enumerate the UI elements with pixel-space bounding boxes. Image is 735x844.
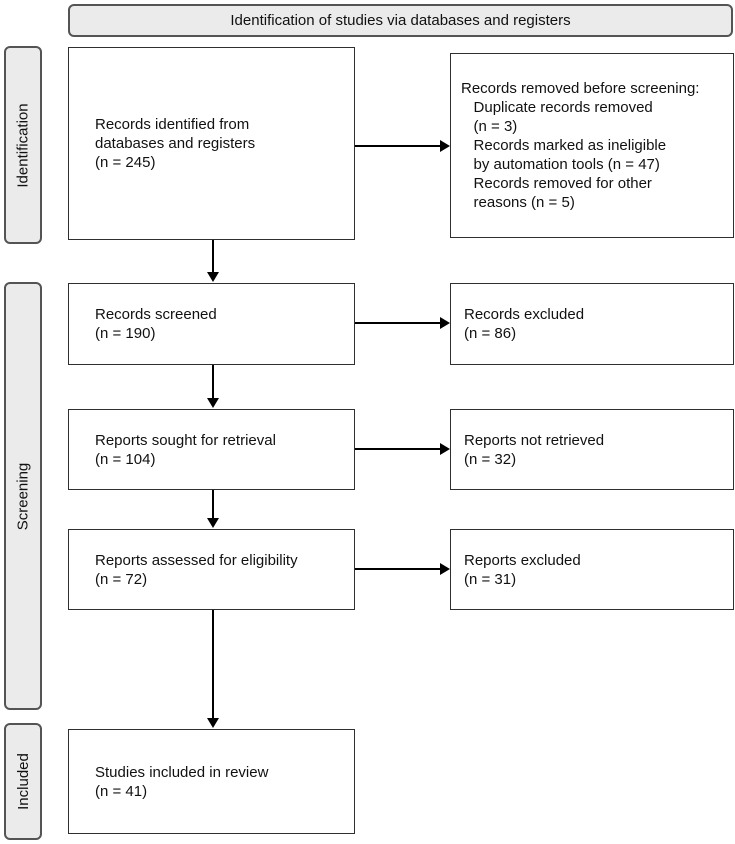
diagram-title: Identification of studies via databases … [68, 4, 733, 37]
arrow-head-down-icon [207, 398, 219, 408]
box-records-excluded: Records excluded (n = 86) [450, 283, 734, 365]
box-records-identified: Records identified from databases and re… [68, 47, 355, 240]
arrow-screened-to-excluded [355, 317, 450, 329]
phase-label-included: Included [14, 753, 32, 810]
arrow-shaft [355, 448, 440, 450]
arrow-head-right-icon [440, 443, 450, 455]
box-records-removed: Records removed before screening: Duplic… [450, 53, 734, 238]
phase-label-screening: Screening [14, 462, 32, 530]
arrow-assessed-to-included [207, 610, 219, 728]
arrow-head-right-icon [440, 563, 450, 575]
arrow-identified-to-screened [207, 240, 219, 282]
box-reports-assessed-text: Reports assessed for eligibility (n = 72… [95, 551, 298, 588]
arrow-shaft [212, 610, 214, 718]
box-records-screened-text: Records screened (n = 190) [95, 306, 217, 342]
arrow-head-down-icon [207, 518, 219, 528]
phase-band-identification: Identification [4, 46, 42, 244]
arrow-assessed-to-reports-excluded [355, 563, 450, 575]
arrow-head-down-icon [207, 718, 219, 728]
phase-label-identification: Identification [14, 102, 32, 188]
arrow-head-right-icon [440, 317, 450, 329]
box-reports-not-retrieved-text: Reports not retrieved (n = 32) [464, 431, 605, 468]
phase-band-included: Included [4, 723, 42, 840]
box-reports-assessed: Reports assessed for eligibility (n = 72… [68, 529, 355, 610]
arrow-shaft [212, 490, 214, 518]
arrow-shaft [355, 322, 440, 324]
phase-band-screening: Screening [4, 282, 42, 710]
arrow-shaft [355, 568, 440, 570]
box-records-identified-text: Records identified from databases and re… [95, 116, 256, 171]
arrow-head-right-icon [440, 140, 450, 152]
box-studies-included: Studies included in review (n = 41) [68, 729, 355, 834]
arrow-shaft [355, 145, 440, 147]
arrow-sought-to-not-retrieved [355, 443, 450, 455]
box-studies-included-text: Studies included in review (n = 41) [95, 763, 269, 800]
arrow-identified-to-removed [355, 140, 450, 152]
box-records-removed-text: Records removed before screening: Duplic… [461, 80, 700, 211]
arrow-head-down-icon [207, 272, 219, 282]
box-reports-excluded: Reports excluded (n = 31) [450, 529, 734, 610]
box-reports-excluded-text: Reports excluded (n = 31) [464, 551, 581, 588]
box-records-excluded-text: Records excluded (n = 86) [464, 306, 585, 342]
arrow-shaft [212, 240, 214, 272]
box-reports-not-retrieved: Reports not retrieved (n = 32) [450, 409, 734, 490]
arrow-shaft [212, 365, 214, 398]
arrow-sought-to-assessed [207, 490, 219, 528]
box-reports-sought: Reports sought for retrieval (n = 104) [68, 409, 355, 490]
arrow-screened-to-sought [207, 365, 219, 408]
box-records-screened: Records screened (n = 190) [68, 283, 355, 365]
diagram-title-label: Identification of studies via databases … [230, 12, 571, 29]
box-reports-sought-text: Reports sought for retrieval (n = 104) [95, 431, 276, 468]
